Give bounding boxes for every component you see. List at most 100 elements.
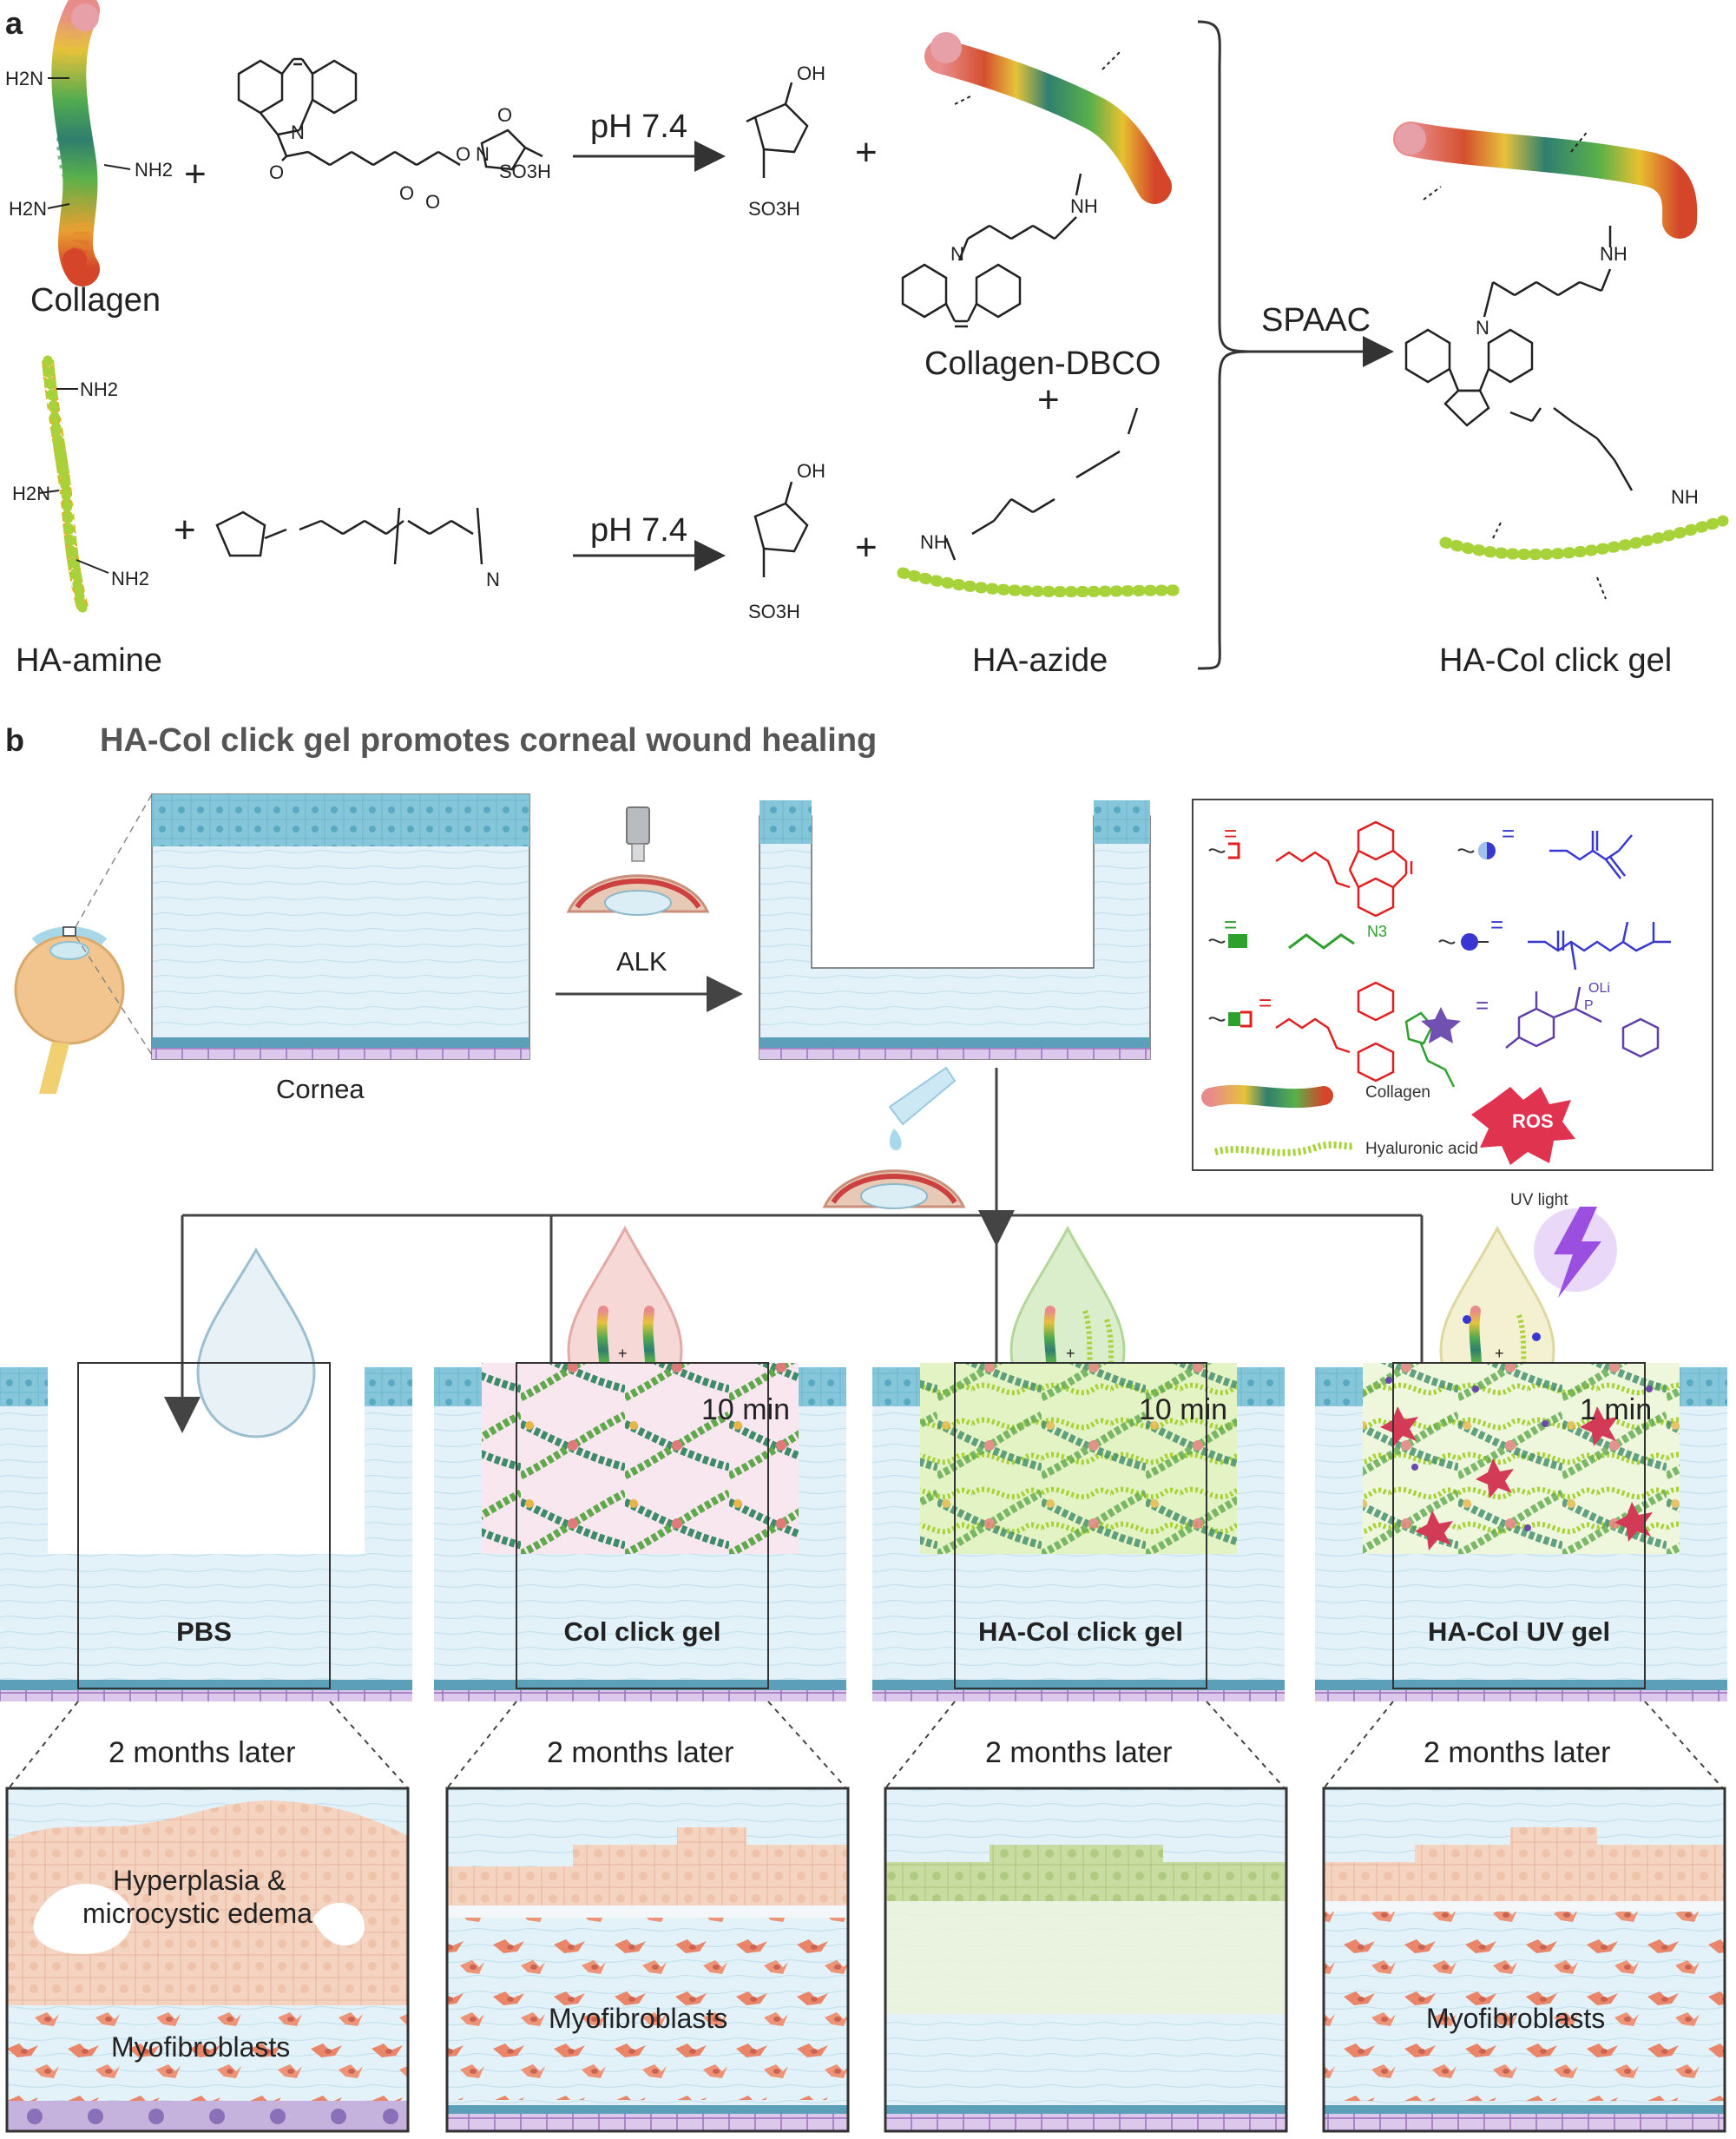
collagen-dbco-structure [901, 173, 1082, 328]
oh-label-2: OH [797, 460, 825, 482]
outcome-hyperplasia-2: microcystic edema [82, 1898, 312, 1929]
pbs-drop-icon [196, 1247, 316, 1438]
legend-eq-5: = [1490, 912, 1504, 938]
so3h-label-3: SO3H [748, 601, 800, 622]
product-structure [1404, 226, 1634, 491]
svg-text:O: O [269, 161, 284, 183]
outcome-myo-uv: Myofibroblasts [1426, 2003, 1606, 2034]
col-gel-cornea [434, 1362, 846, 1701]
panel-b-scheme: + + + [0, 793, 1727, 2133]
svg-text:+: + [1495, 1345, 1504, 1362]
gel-label-pbs: PBS [176, 1616, 232, 1647]
legend-collagen: Collagen [1365, 1083, 1430, 1102]
uv-gel-outcome [1322, 1787, 1726, 2133]
pbs-outcome [5, 1787, 410, 2133]
time-col: 10 min [701, 1393, 791, 1426]
pbs-cornea [0, 1362, 412, 1701]
panel-a-scheme: + + + + + N O O O N O O [38, 0, 1729, 670]
gel-label-ha-col: HA-Col click gel [978, 1616, 1183, 1647]
sulfo-nhs-product [746, 82, 809, 577]
eye-icon [14, 926, 125, 1094]
ph-label-2: pH 7.4 [590, 512, 687, 549]
healthy-cornea [151, 793, 530, 1060]
svg-text:+: + [855, 131, 878, 174]
panel-b-label: b [5, 722, 24, 758]
svg-text:N: N [950, 243, 964, 265]
product-label: HA-Col click gel [1439, 642, 1673, 679]
legend-graphics [1201, 820, 1671, 1165]
legend-ha: Hyaluronic acid [1365, 1140, 1478, 1158]
spaac-label: SPAAC [1261, 302, 1371, 339]
svg-text:+: + [184, 153, 207, 195]
so3h-label-2: SO3H [748, 198, 800, 220]
svg-text:O: O [399, 182, 414, 204]
svg-text:+: + [1066, 1345, 1075, 1362]
legend-box [1192, 799, 1713, 1171]
svg-text:O: O [497, 104, 512, 126]
panel-b-title: HA-Col click gel promotes corneal wound … [100, 722, 878, 759]
h2n-label-3: H2N [12, 483, 51, 504]
legend-p: P [1584, 998, 1594, 1013]
time-uv: 1 min [1580, 1393, 1653, 1426]
legend-eq-3: = [1259, 990, 1272, 1016]
alk-label: ALK [616, 946, 667, 977]
alk-surgery-icon [566, 806, 710, 916]
collagen-dbco-molecule-icon [924, 32, 1172, 204]
collagen-molecule-icon [51, 0, 100, 286]
nh2-label-2: NH2 [80, 378, 119, 400]
legend-eq-4: = [1502, 820, 1516, 846]
nh-label-product: NH [1671, 486, 1699, 508]
gel-label-col: Col click gel [563, 1616, 721, 1647]
svg-text:+: + [174, 509, 196, 551]
ph-label-1: pH 7.4 [590, 109, 687, 145]
later-label-3: 2 months later [985, 1736, 1173, 1769]
svg-text:NH: NH [1070, 195, 1098, 217]
svg-text:+: + [1037, 378, 1060, 421]
legend-eq-2: = [1224, 912, 1238, 938]
legend-oli: OLi [1588, 981, 1610, 996]
nh2-label-1: NH2 [135, 159, 174, 181]
outcome-myo-col: Myofibroblasts [549, 2003, 728, 2034]
n3-label-1: N [486, 569, 500, 590]
col-gel-outcome [445, 1787, 850, 2133]
ha-azide-structure [944, 407, 1139, 561]
later-label-4: 2 months later [1424, 1736, 1611, 1769]
legend-n3: N3 [1367, 923, 1388, 940]
svg-text:N: N [291, 122, 305, 143]
legend-ros: ROS [1512, 1110, 1554, 1132]
dbco-nhs-structure [237, 57, 543, 171]
nh-label-ha: NH [920, 531, 948, 553]
ha-amine-label: HA-amine [16, 642, 162, 679]
outcome-hyperplasia-1: Hyperplasia & [113, 1865, 286, 1896]
cornea-label: Cornea [276, 1074, 365, 1104]
ha-col-uv-gel-cornea [1315, 1362, 1727, 1701]
collagen-dbco-label: Collagen-DBCO [924, 346, 1161, 382]
svg-text:O: O [425, 191, 440, 213]
nh2-label-3: NH2 [111, 568, 150, 589]
svg-text:N: N [476, 143, 490, 165]
nhs-peg-azide-structure [215, 507, 483, 565]
later-label-2: 2 months later [547, 1736, 734, 1769]
svg-text:+: + [618, 1345, 628, 1362]
uv-lightning-icon [1534, 1207, 1617, 1298]
time-ha: 10 min [1139, 1393, 1228, 1426]
h2n-label-2: H2N [9, 198, 48, 220]
wounded-cornea [759, 800, 1151, 1060]
oh-label-1: OH [797, 63, 825, 84]
collagen-label: Collagen [30, 282, 161, 319]
ha-col-gel-outcome [884, 1787, 1288, 2133]
eyedrop-icon [822, 1066, 966, 1209]
svg-text:N: N [1476, 317, 1489, 339]
uv-light-label: UV light [1510, 1191, 1568, 1209]
later-label-1: 2 months later [108, 1736, 296, 1769]
legend-eq-6: = [1476, 992, 1489, 1018]
ha-col-gel-cornea [872, 1362, 1285, 1701]
svg-text:+: + [855, 526, 878, 569]
so3h-label-1: SO3H [499, 161, 551, 182]
panel-a-label: a [5, 5, 23, 41]
product-collagen-molecule-icon [1393, 122, 1698, 239]
ha-azide-label: HA-azide [972, 642, 1108, 679]
svg-text:NH: NH [1600, 243, 1628, 265]
svg-text:O: O [456, 143, 470, 165]
h2n-label-1: H2N [5, 68, 44, 89]
